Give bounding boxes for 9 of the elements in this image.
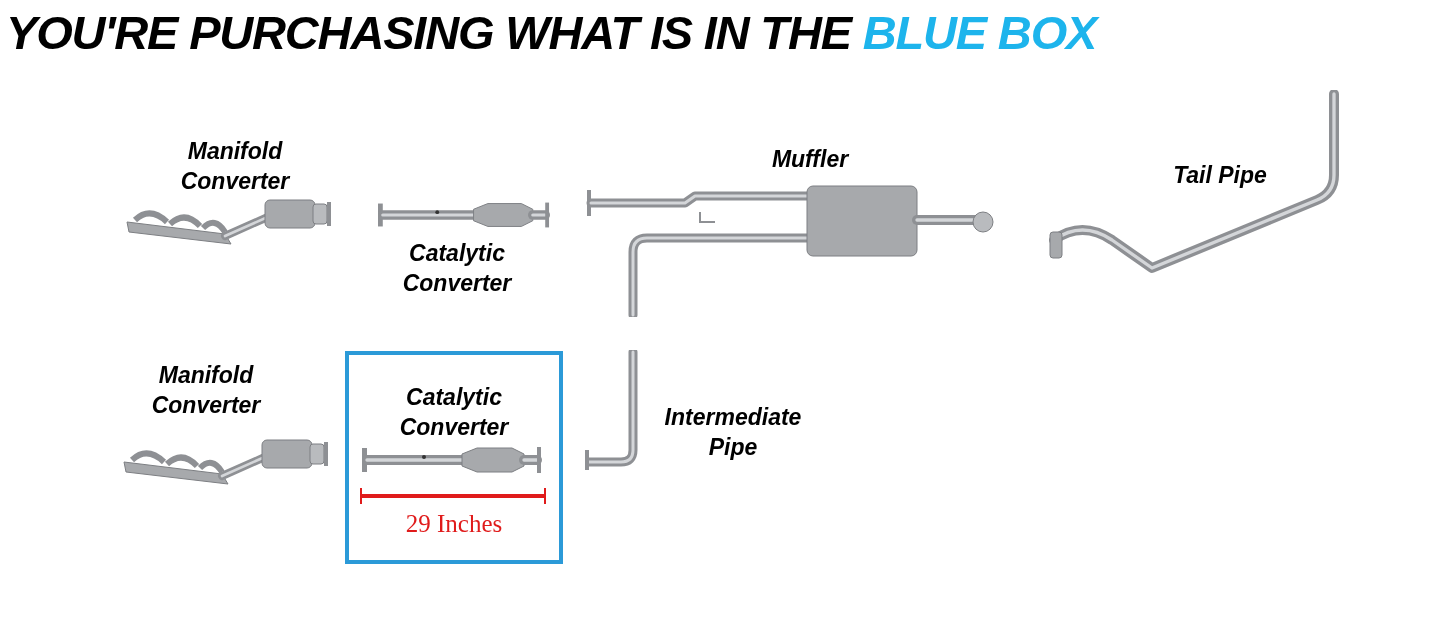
part-label: Intermediate Pipe (663, 403, 803, 462)
part-label: Manifold Converter (150, 361, 262, 420)
part-label: Catalytic Converter (401, 239, 513, 298)
dimension-label: 29 Inches (404, 509, 504, 539)
part-label: Manifold Converter (179, 137, 291, 196)
product-frame (345, 351, 563, 564)
part-label: Muffler (770, 145, 850, 174)
part-label: Tail Pipe (1172, 161, 1268, 190)
part-label: Catalytic Converter (398, 383, 510, 442)
